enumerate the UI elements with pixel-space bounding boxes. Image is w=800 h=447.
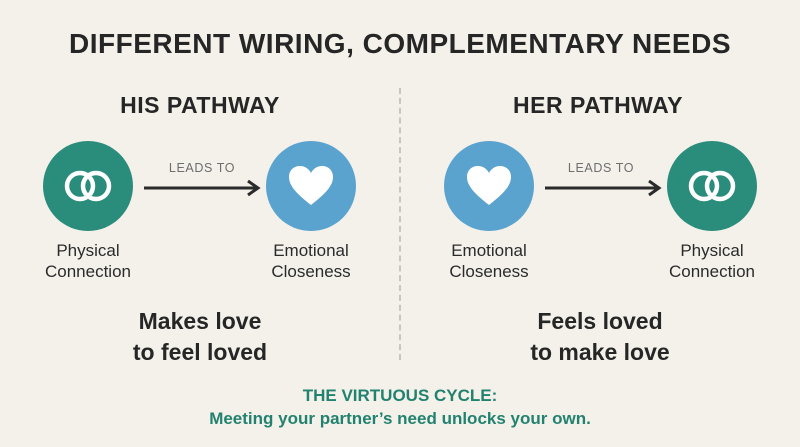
leads-to-label: LEADS TO (168, 161, 236, 175)
caption-line: Emotional (273, 241, 349, 260)
his-to-caption: Emotional Closeness (236, 240, 386, 282)
interlocking-rings-icon (688, 170, 736, 202)
his-pathway-heading: HIS PATHWAY (120, 92, 280, 118)
her-pathway-heading: HER PATHWAY (513, 92, 683, 118)
arrow-right-icon (545, 179, 662, 197)
caption-line: Connection (44, 262, 131, 281)
her-tagline: Feels loved to make love (470, 306, 730, 368)
his-pathway-panel: HIS PATHWAY Physical Connection LEADS TO… (13, 92, 386, 368)
his-tagline: Makes love to feel loved (70, 306, 330, 368)
heart-icon-circle (444, 141, 534, 231)
rings-icon-circle (43, 141, 133, 231)
heart-icon-circle (266, 141, 356, 231)
tagline-line: to feel loved (132, 339, 268, 365)
leads-to-label: LEADS TO (567, 161, 635, 175)
caption-line: Physical (680, 241, 744, 260)
virtuous-cycle-subtitle: Meeting your partner’s need unlocks your… (209, 409, 591, 428)
caption-line: Closeness (271, 262, 351, 281)
rings-icon-circle (667, 141, 757, 231)
center-divider (399, 88, 401, 360)
caption-line: Emotional (451, 241, 527, 260)
her-to-caption: Physical Connection (637, 240, 787, 282)
tagline-line: Feels loved (537, 308, 663, 334)
interlocking-rings-icon (64, 170, 112, 202)
her-pathway-panel: HER PATHWAY Emotional Closeness LEADS TO… (400, 0, 800, 447)
caption-line: Physical (56, 241, 120, 260)
caption-line: Connection (668, 262, 755, 281)
heart-icon (289, 166, 333, 205)
tagline-line: Makes love (138, 308, 262, 334)
page-title: DIFFERENT WIRING, COMPLEMENTARY NEEDS (69, 28, 731, 59)
virtuous-cycle-title: THE VIRTUOUS CYCLE: (302, 386, 498, 405)
tagline-line: to make love (530, 339, 670, 365)
her-from-caption: Emotional Closeness (414, 240, 564, 282)
his-from-caption: Physical Connection (13, 240, 163, 282)
arrow-right-icon (144, 179, 261, 197)
heart-icon (467, 166, 511, 205)
caption-line: Closeness (449, 262, 529, 281)
